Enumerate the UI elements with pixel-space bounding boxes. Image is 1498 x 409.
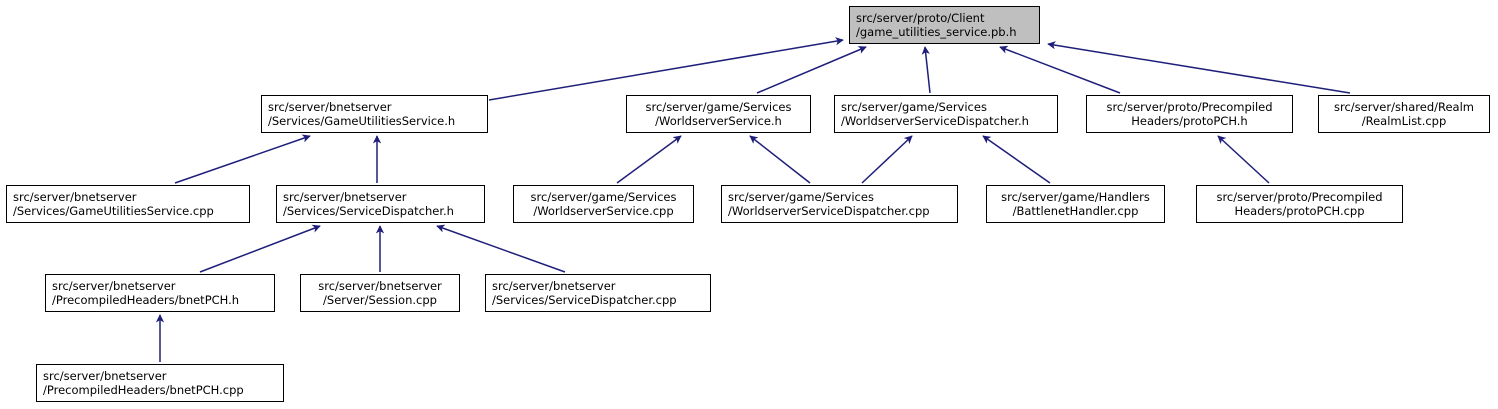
node-label-line2: /Services/ServiceDispatcher.cpp (492, 293, 677, 307)
node-label-line2: /WorldserverServiceDispatcher.cpp (728, 204, 930, 218)
node-label-line1: src/server/game/Handlers (1001, 190, 1150, 204)
node-label-line2: /WorldserverServiceDispatcher.h (841, 114, 1029, 128)
node-label-line2: /WorldserverService.cpp (533, 204, 674, 218)
node-label-line1: src/server/bnetserver (492, 279, 616, 293)
graph-edge (174, 134, 311, 184)
node-label-line1: src/server/shared/Realm (1334, 100, 1474, 114)
node-label-line2: /Services/GameUtilitiesService.cpp (13, 204, 214, 218)
graph-edge (861, 135, 913, 184)
node-label-line1: src/server/game/Services (530, 190, 677, 204)
node-label-line2: /Services/ServiceDispatcher.h (283, 204, 454, 218)
node-label-line1: src/server/bnetserver (52, 279, 176, 293)
node-label-line1: src/server/bnetserver (43, 369, 167, 383)
node-label-line1: src/server/game/Services (841, 100, 987, 114)
graph-edge (749, 135, 811, 184)
graph-edge (982, 135, 1051, 184)
node-label-line1: src/server/bnetserver (318, 279, 442, 293)
node-label-line1: src/server/proto/Precompiled (1106, 100, 1273, 114)
graph-node-game-worldserverservicedispatcher-cpp[interactable]: src/server/game/Services/WorldserverServ… (721, 185, 958, 223)
node-label-line1: src/server/proto/Precompiled (1216, 190, 1383, 204)
graph-edge (616, 135, 682, 184)
graph-node-shared-realmlist-cpp[interactable]: src/server/shared/Realm/RealmList.cpp (1318, 95, 1490, 133)
node-label-line1: src/server/proto/Client (856, 11, 985, 25)
graph-node-game-battlenethandler-cpp[interactable]: src/server/game/Handlers/BattlenetHandle… (986, 185, 1165, 223)
node-label-line2: /PrecompiledHeaders/bnetPCH.h (52, 293, 240, 307)
graph-node-bnet-pch-cpp[interactable]: src/server/bnetserver/PrecompiledHeaders… (36, 364, 284, 402)
node-label-line1: src/server/game/Services (645, 100, 792, 114)
graph-node-bnet-gameutilities-cpp[interactable]: src/server/bnetserver/Services/GameUtili… (6, 185, 250, 223)
graph-edge (999, 45, 1121, 94)
graph-edge (199, 224, 321, 273)
graph-node-game-worldserverservice-h[interactable]: src/server/game/Services/WorldserverServ… (626, 95, 811, 133)
node-label-line2: /RealmList.cpp (1361, 114, 1447, 128)
graph-edge (921, 46, 931, 94)
node-label-line1: src/server/bnetserver (283, 190, 407, 204)
graph-edge (488, 37, 844, 101)
node-label-line1: src/server/bnetserver (268, 100, 392, 114)
graph-node-game-worldserverservicedispatcher-h[interactable]: src/server/game/Services/WorldserverServ… (834, 95, 1058, 133)
graph-edge (1047, 41, 1351, 94)
node-label-line2: /PrecompiledHeaders/bnetPCH.cpp (43, 383, 244, 397)
node-label-line2: Headers/protoPCH.h (1131, 114, 1248, 128)
node-label-line2: /WorldserverService.h (655, 114, 782, 128)
graph-edge (436, 224, 566, 273)
graph-node-root[interactable]: src/server/proto/Client/game_utilities_s… (849, 6, 1040, 44)
graph-node-bnet-servicedispatcher-cpp[interactable]: src/server/bnetserver/Services/ServiceDi… (485, 274, 711, 312)
node-label-line2: Headers/protoPCH.cpp (1234, 204, 1365, 218)
node-label-line2: /Services/GameUtilitiesService.h (268, 114, 456, 128)
node-label-line1: src/server/bnetserver (13, 190, 137, 204)
node-label-line1: src/server/game/Services (728, 190, 874, 204)
graph-edge (756, 46, 867, 94)
graph-node-bnet-session-cpp[interactable]: src/server/bnetserver/Server/Session.cpp (300, 274, 460, 312)
graph-node-bnet-pch-h[interactable]: src/server/bnetserver/PrecompiledHeaders… (45, 274, 275, 312)
node-label-line2: /BattlenetHandler.cpp (1012, 204, 1139, 218)
graph-node-bnet-gameutilities-h[interactable]: src/server/bnetserver/Services/GameUtili… (261, 95, 488, 133)
node-label-line2: /Server/Session.cpp (323, 293, 437, 307)
graph-edge (1217, 135, 1270, 184)
graph-node-bnet-servicedispatcher-h[interactable]: src/server/bnetserver/Services/ServiceDi… (276, 185, 485, 223)
graph-node-game-worldserverservice-cpp[interactable]: src/server/game/Services/WorldserverServ… (513, 185, 694, 223)
node-label-line2: /game_utilities_service.pb.h (856, 25, 1017, 39)
